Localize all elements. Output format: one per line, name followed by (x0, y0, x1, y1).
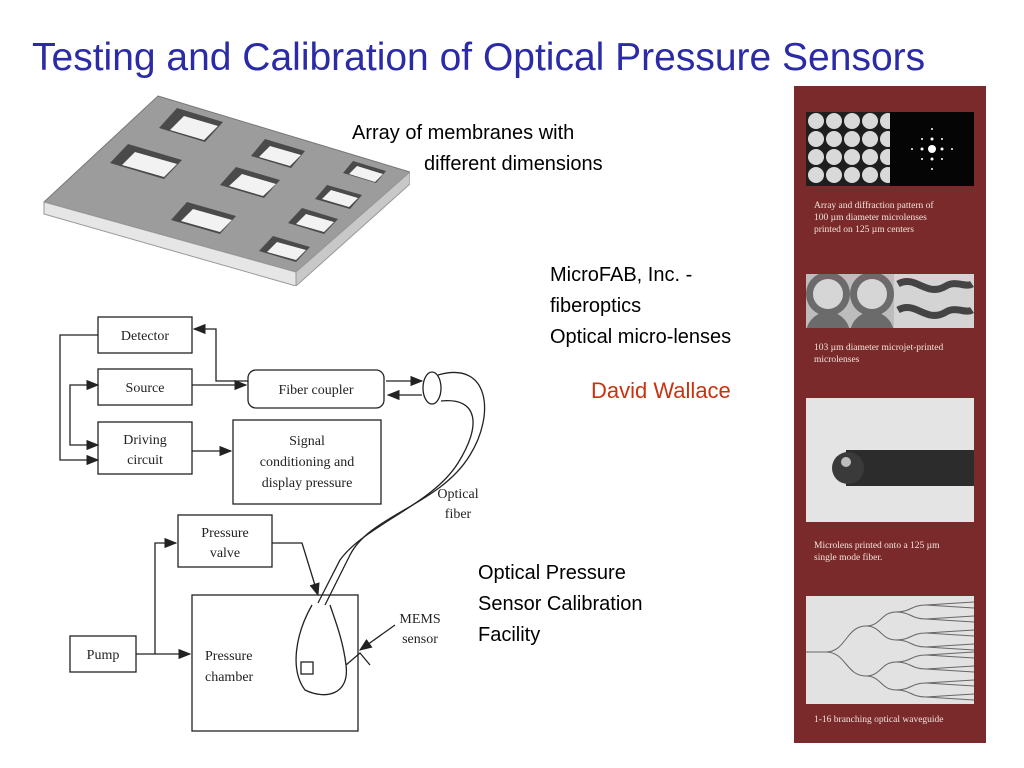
driving-label-2: circuit (127, 453, 163, 468)
slide-title: Testing and Calibration of Optical Press… (32, 36, 926, 79)
pressure-chamber-box (191, 594, 359, 732)
facility-caption: Optical Pressure Sensor Calibration Faci… (478, 558, 643, 651)
fiber-coupler-label: Fiber coupler (278, 383, 353, 398)
optical-fiber (324, 372, 486, 606)
driving-circuit-box (97, 421, 193, 475)
plate-side (295, 171, 410, 286)
signal-label-3: display pressure (262, 476, 353, 491)
microfab-caption: MicroFAB, Inc. - fiberoptics Optical mic… (550, 260, 731, 353)
membranes-caption-line1: Array of membranes with (352, 122, 575, 144)
detector-box (97, 316, 193, 354)
mems-vessel (295, 604, 347, 696)
signal-label-1: Signal (289, 434, 325, 449)
pressure-chamber-label-1: Pressure (205, 649, 252, 664)
pump-label: Pump (87, 648, 120, 663)
facility-caption-line2: Sensor Calibration (478, 593, 643, 615)
membrane-holes (110, 108, 386, 262)
facility-caption-line3: Facility (478, 624, 541, 646)
calibration-facility-diagram: Detector Source Driving circuit Fiber co… (59, 316, 486, 732)
printed-microlenses-photo (806, 274, 974, 328)
fiber-coupler-box (247, 369, 385, 409)
sidebar-caption-1-line3: printed on 125 µm centers (814, 225, 914, 235)
pressure-valve-label-1: Pressure (201, 526, 248, 541)
sidebar-caption-3: Microlens printed onto a 125 µm single m… (814, 540, 974, 564)
microfab-caption-line3: Optical micro-lenses (550, 326, 732, 348)
sidebar-caption-2-line2: microlenses (814, 355, 860, 365)
sidebar-caption-2-line1: 103 µm diameter microjet-printed (814, 343, 944, 353)
facility-caption-line1: Optical Pressure (478, 562, 626, 584)
source-box (97, 368, 193, 406)
fiber-lens (422, 371, 442, 405)
membrane-array-illustration (43, 95, 410, 286)
mems-label-2: sensor (402, 632, 438, 647)
pressure-valve-label-2: valve (210, 546, 240, 561)
microfab-caption-line1: MicroFAB, Inc. - (550, 264, 693, 286)
mems-sensor (300, 661, 314, 675)
driving-label-1: Driving (123, 433, 167, 448)
microlens-photo-strip: Array and diffraction pattern of 100 µm … (794, 86, 986, 743)
sidebar-caption-1-line1: Array and diffraction pattern of (814, 201, 934, 211)
membranes-caption: Array of membranes with different dimens… (352, 118, 603, 180)
optical-fiber-label-2: fiber (445, 507, 472, 522)
detector-label: Detector (121, 329, 170, 344)
sidebar-caption-3-line1: Microlens printed onto a 125 µm (814, 541, 940, 551)
signal-label-2: conditioning and (260, 455, 355, 470)
microlens-on-fiber-photo (806, 398, 974, 522)
mems-label-1: MEMS (399, 612, 440, 627)
membranes-caption-line2: different dimensions (424, 153, 603, 175)
sidebar-caption-2: 103 µm diameter microjet-printed microle… (814, 342, 974, 366)
branching-waveguide-photo (806, 596, 974, 704)
microlens-array-photo (806, 112, 974, 186)
optical-fiber-label-1: Optical (437, 487, 478, 502)
signal-conditioning-box (232, 419, 382, 505)
sidebar-caption-1-line2: 100 µm diameter microlenses (814, 213, 927, 223)
plate-front (43, 201, 297, 286)
microfab-caption-line2: fiberoptics (550, 295, 642, 317)
pump-box (69, 635, 137, 673)
pressure-valve-box (177, 514, 273, 568)
pressure-chamber-label-2: chamber (205, 670, 254, 685)
author-name: David Wallace (591, 378, 731, 403)
sidebar-caption-3-line2: single mode fiber. (814, 553, 883, 563)
source-label: Source (126, 381, 165, 396)
sidebar-caption-1: Array and diffraction pattern of 100 µm … (814, 200, 974, 236)
sidebar-caption-4: 1-16 branching optical waveguide (814, 715, 944, 725)
